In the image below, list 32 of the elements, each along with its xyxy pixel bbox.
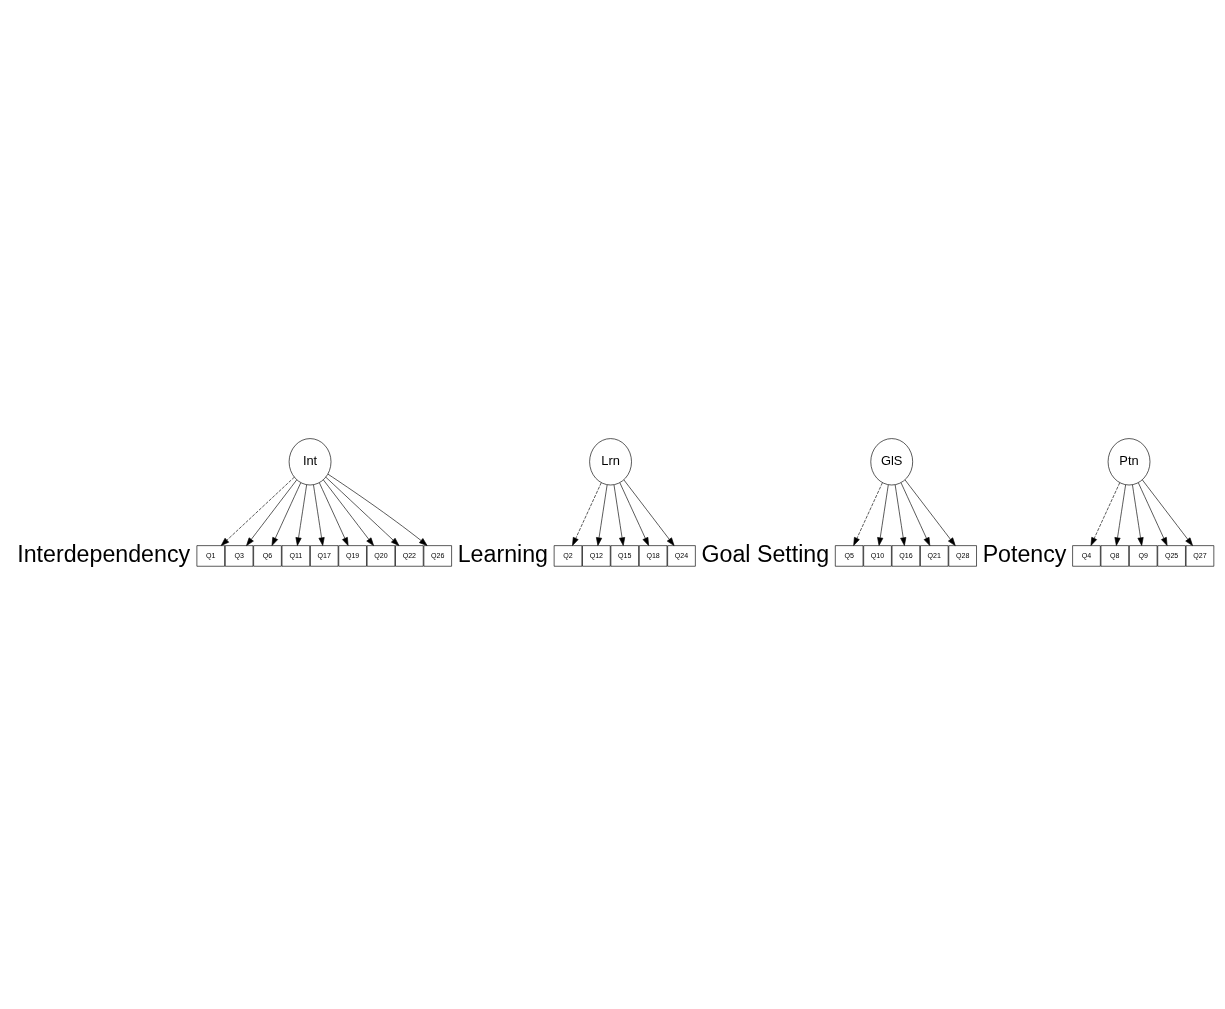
arrow — [853, 482, 883, 546]
arrow — [619, 482, 649, 546]
arrow — [325, 476, 400, 546]
node-circle: Int — [288, 437, 332, 485]
arrow — [295, 484, 307, 546]
node-circle: Lrn — [589, 437, 632, 485]
arrow — [1138, 482, 1168, 546]
arrow — [246, 479, 298, 546]
arrow — [313, 484, 325, 546]
arrow — [271, 482, 302, 546]
label: Goal Setting — [701, 540, 830, 567]
arrow — [1142, 479, 1193, 546]
arrow — [1114, 484, 1126, 546]
label: Learning — [457, 540, 549, 567]
arrow — [894, 484, 907, 546]
arrow — [319, 482, 349, 546]
arrow — [623, 479, 675, 546]
arrow — [572, 482, 602, 546]
arrow — [1090, 482, 1120, 546]
arrow — [904, 479, 956, 546]
arrow — [323, 479, 374, 546]
arrow — [596, 484, 608, 546]
label: Potency — [982, 540, 1067, 567]
arrow — [900, 482, 931, 546]
node-circle: Ptn — [1107, 437, 1151, 485]
arrow — [877, 484, 889, 546]
arrow — [613, 484, 626, 546]
node-circle: GlS — [870, 437, 913, 485]
label: Interdependency — [17, 540, 191, 567]
arrow — [327, 473, 428, 546]
arrow — [220, 476, 295, 546]
arrow — [1132, 484, 1144, 546]
